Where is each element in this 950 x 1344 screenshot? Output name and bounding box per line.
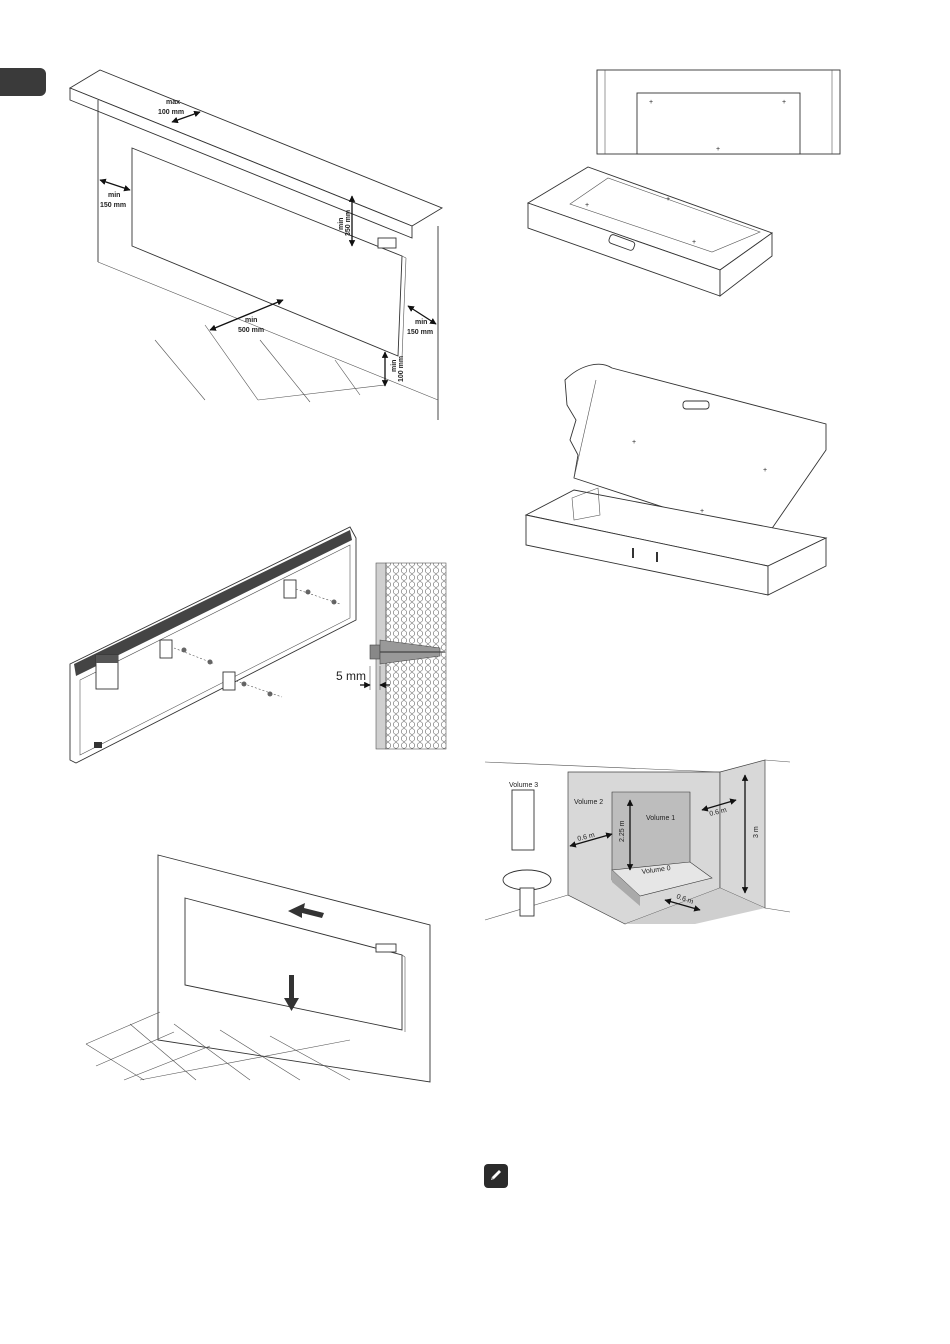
label-volume1: Volume 1 [646,815,675,822]
bathroom-volume-diagram: Volume 3 Volume 2 Volume 1 Volume 0 0.6 … [485,760,790,924]
label-min-bottom: min [391,360,398,372]
label-min-left: min [108,192,120,199]
label-height-shower: 2.25 m [619,820,626,842]
label-min-right: min [415,319,427,326]
label-min-floor: min [245,317,257,324]
svg-text:+: + [716,146,720,153]
label-min-bottom-val: 100 mm [398,356,405,382]
label-max-top-val: 100 mm [158,109,184,116]
label-volume2: Volume 2 [574,799,603,806]
label-gap: 5 mm [336,669,366,683]
label-min-floor-val: 500 mm [238,327,264,334]
box-closed: + + + [528,167,772,296]
svg-text:+: + [585,202,589,209]
heater-hanging-diagram [86,855,430,1082]
label-min-top-val: 350 mm [345,210,352,236]
svg-text:+: + [763,467,767,474]
label-min-right-val: 150 mm [407,329,433,336]
svg-text:+: + [666,196,670,203]
label-height-room: 3 m [753,826,760,838]
label-min-top: min [338,218,345,230]
svg-text:+: + [782,99,786,106]
svg-text:+: + [692,239,696,246]
pencil-note-icon [484,1164,508,1188]
box-lid-front: + + + [597,70,840,154]
label-min-left-val: 150 mm [100,202,126,209]
label-volume3: Volume 3 [509,782,538,789]
heater-back-mounting [70,527,356,763]
svg-text:+: + [649,99,653,106]
svg-text:+: + [632,439,636,446]
box-open: + + + [526,364,826,595]
label-max-top: max [166,99,180,106]
clearance-diagram: max 100 mm min 150 mm min 350 mm min 500… [70,70,442,420]
